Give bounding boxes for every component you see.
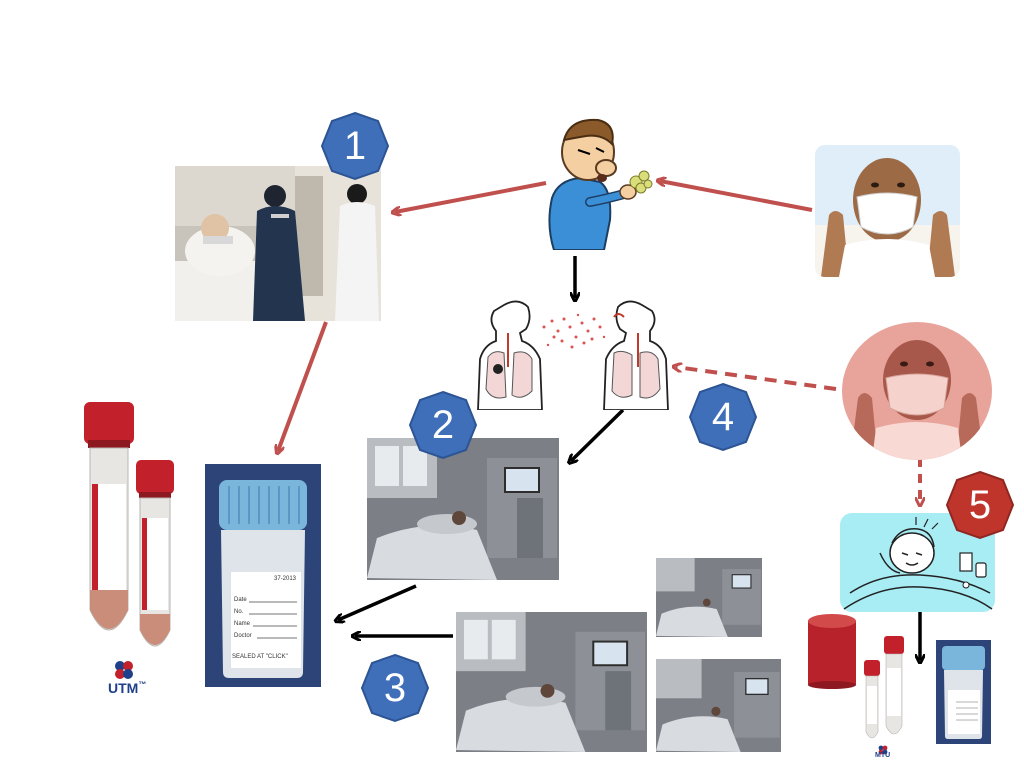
arrow-hospital-to-container (278, 321, 328, 451)
icu-patient-photo-2 (367, 438, 559, 580)
icu-patient-photo-3 (456, 612, 647, 752)
step-badge-4: 4 (688, 382, 758, 452)
lungs-transmission-icon (474, 297, 672, 411)
masked-man-circle-photo (842, 322, 992, 460)
container-field-date: Date (234, 597, 247, 603)
container-code: 37-2013 (274, 576, 297, 582)
utm-small-label: MTU (875, 752, 891, 759)
utm-logo-icon (113, 660, 135, 680)
container-sealed-label: SEALED AT "CLICK" (232, 654, 288, 660)
container-field-doctor: Doctor (234, 633, 252, 639)
arrow-sneezer-to-hospital (395, 181, 547, 212)
utm-tubes-small (862, 634, 906, 744)
step-badge-1: 1 (320, 111, 390, 181)
step-badge-5: 5 (945, 470, 1015, 540)
masked-man-photo (815, 145, 960, 277)
step-badge-3: 3 (360, 653, 430, 723)
arrow-masked-to-sneezer (660, 181, 813, 212)
utm-tubes (78, 400, 178, 670)
specimen-container (205, 464, 321, 687)
icu-patient-photo-small-2 (656, 659, 781, 752)
utm-brand-label: UTM™ (108, 680, 147, 696)
sneezing-man-icon (540, 110, 656, 251)
red-cylinder-container (806, 613, 858, 689)
arrow-lungs-to-icu (571, 408, 625, 461)
utm-logo-small-icon (878, 742, 888, 755)
hospital-patient-photo (175, 166, 381, 321)
step-badge-2: 2 (408, 390, 478, 460)
specimen-container-small (936, 640, 991, 744)
container-field-name: Name (234, 621, 251, 627)
container-field-no: No. (234, 609, 244, 615)
arrow-icu-to-container (338, 584, 417, 620)
icu-patient-photo-small-1 (656, 558, 762, 637)
